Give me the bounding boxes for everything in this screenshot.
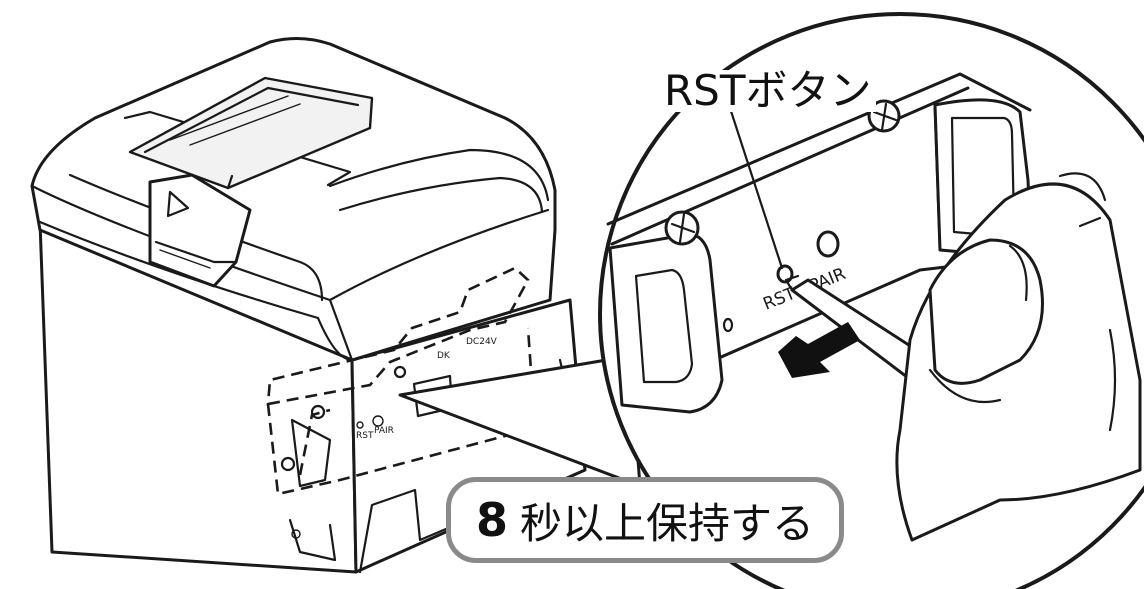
dk-label: DK xyxy=(437,351,451,361)
hold-duration-number: 8 xyxy=(475,493,508,547)
small-rst-label: RST xyxy=(356,431,374,441)
dc24v-label: DC24V xyxy=(466,337,498,347)
rst-button xyxy=(776,264,794,284)
hold-duration-text: 秒以上保持する xyxy=(520,498,815,548)
rst-button-callout: RSTボタン xyxy=(660,70,876,112)
leader-line xyxy=(728,106,784,270)
push-arrow-icon xyxy=(778,322,860,378)
screw-left xyxy=(664,210,700,246)
screw-right xyxy=(867,99,901,133)
hold-duration-badge: 8 秒以上保持する xyxy=(446,477,844,563)
printer-illustration: RST PAIR DK DC24V xyxy=(30,37,587,574)
pair-button xyxy=(816,230,840,258)
small-pair-label: PAIR xyxy=(374,426,394,436)
hand-with-pen-icon xyxy=(784,172,1142,542)
magnified-view-circle: RST PAIR xyxy=(598,12,1144,589)
